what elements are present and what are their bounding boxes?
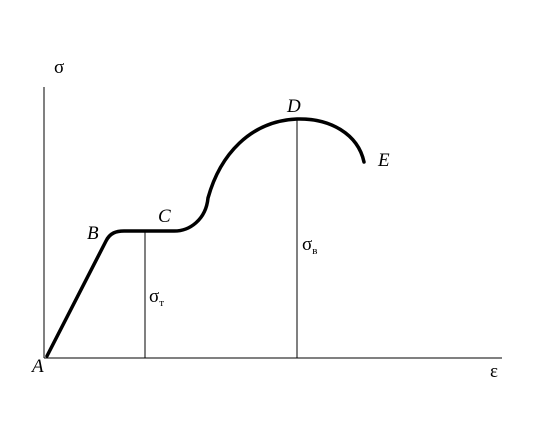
point-e-label: E	[377, 150, 390, 171]
y-axis-label: σ	[54, 57, 64, 78]
yield-strength-label: σт	[149, 286, 164, 309]
ultimate-symbol: σ	[302, 234, 312, 255]
stress-strain-curve	[45, 117, 366, 358]
yield-symbol: σ	[149, 286, 159, 307]
ultimate-subscript: в	[312, 245, 317, 257]
point-c-label: C	[158, 206, 171, 227]
ultimate-strength-label: σв	[302, 234, 317, 257]
point-a-label: A	[30, 356, 44, 377]
point-d-label: D	[286, 96, 301, 117]
point-b-label: B	[87, 223, 99, 244]
yield-subscript: т	[159, 297, 164, 309]
x-axis-label: ε	[490, 361, 498, 382]
